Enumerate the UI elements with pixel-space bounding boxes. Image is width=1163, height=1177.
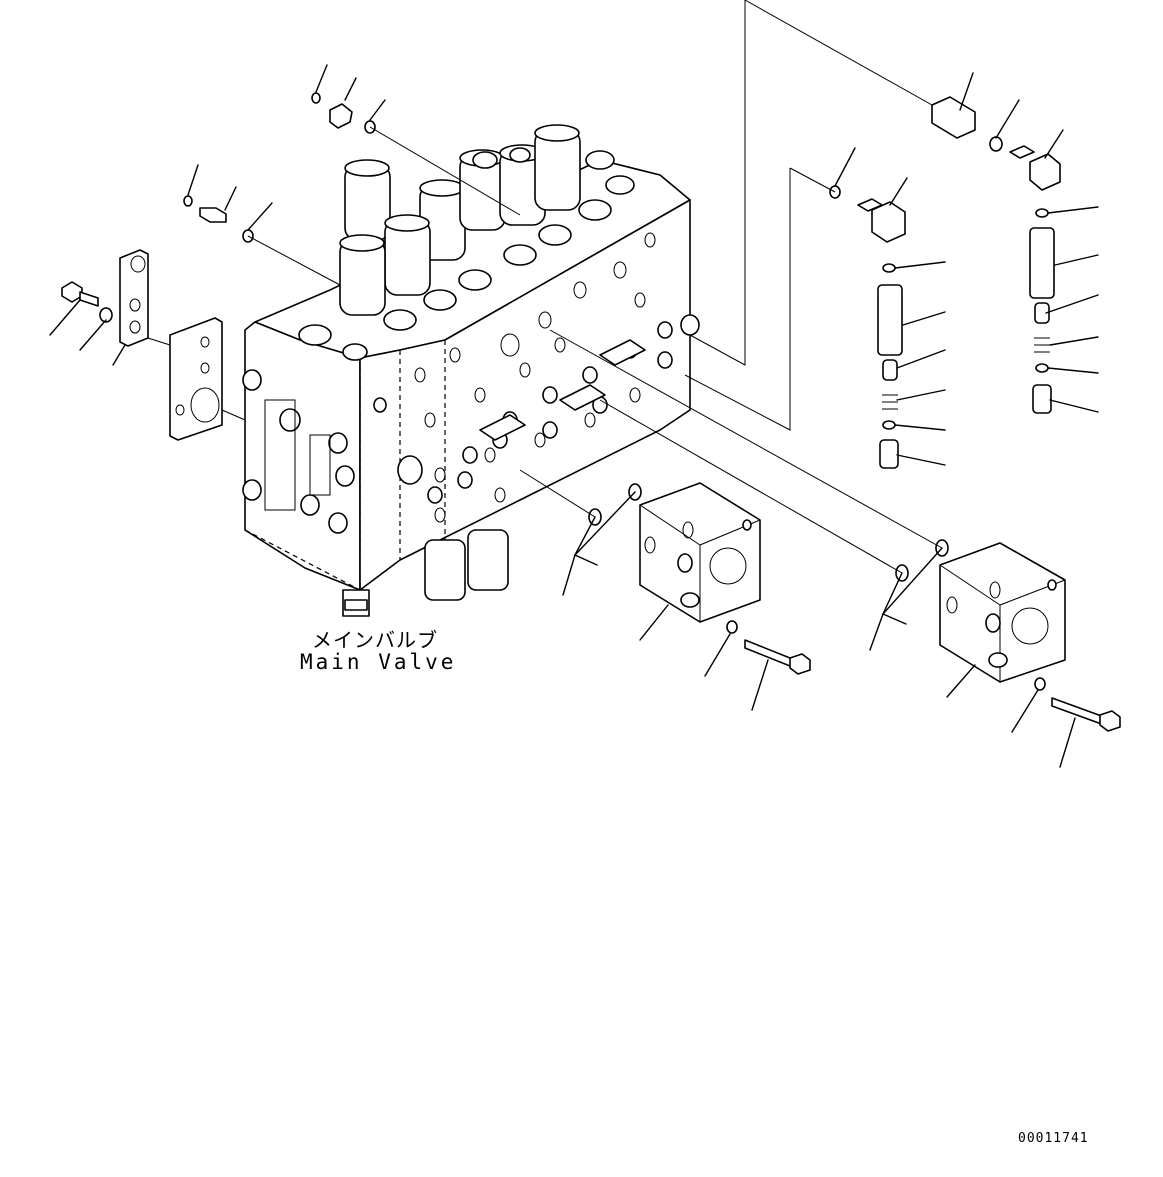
gasket-plate [169,317,223,441]
bolt-right [1034,677,1121,732]
drawing-number: 00011741 [1018,1131,1089,1146]
end-block-left [639,482,761,623]
valve-face-ports [414,232,656,523]
solenoid-stack [298,124,635,361]
bolt-left [726,620,811,675]
left-bolt [61,281,99,307]
leader-lines [49,64,1099,768]
top-fitting-2 [183,195,254,243]
right-fitting-upper [931,96,1061,191]
relief-valve-left [877,263,903,469]
right-fitting-middle [829,185,906,243]
end-block-right [939,542,1066,683]
valve-fittings [242,314,700,534]
main-valve-body [242,124,700,617]
caption-english: Main Valve [300,650,457,674]
relief-valve-right [1029,208,1055,414]
bracket-plate [119,249,149,347]
assembly-lines [147,0,943,574]
top-fitting-1 [311,92,376,134]
left-washer [99,307,113,323]
caption-japanese: メインバルブ [312,628,438,652]
